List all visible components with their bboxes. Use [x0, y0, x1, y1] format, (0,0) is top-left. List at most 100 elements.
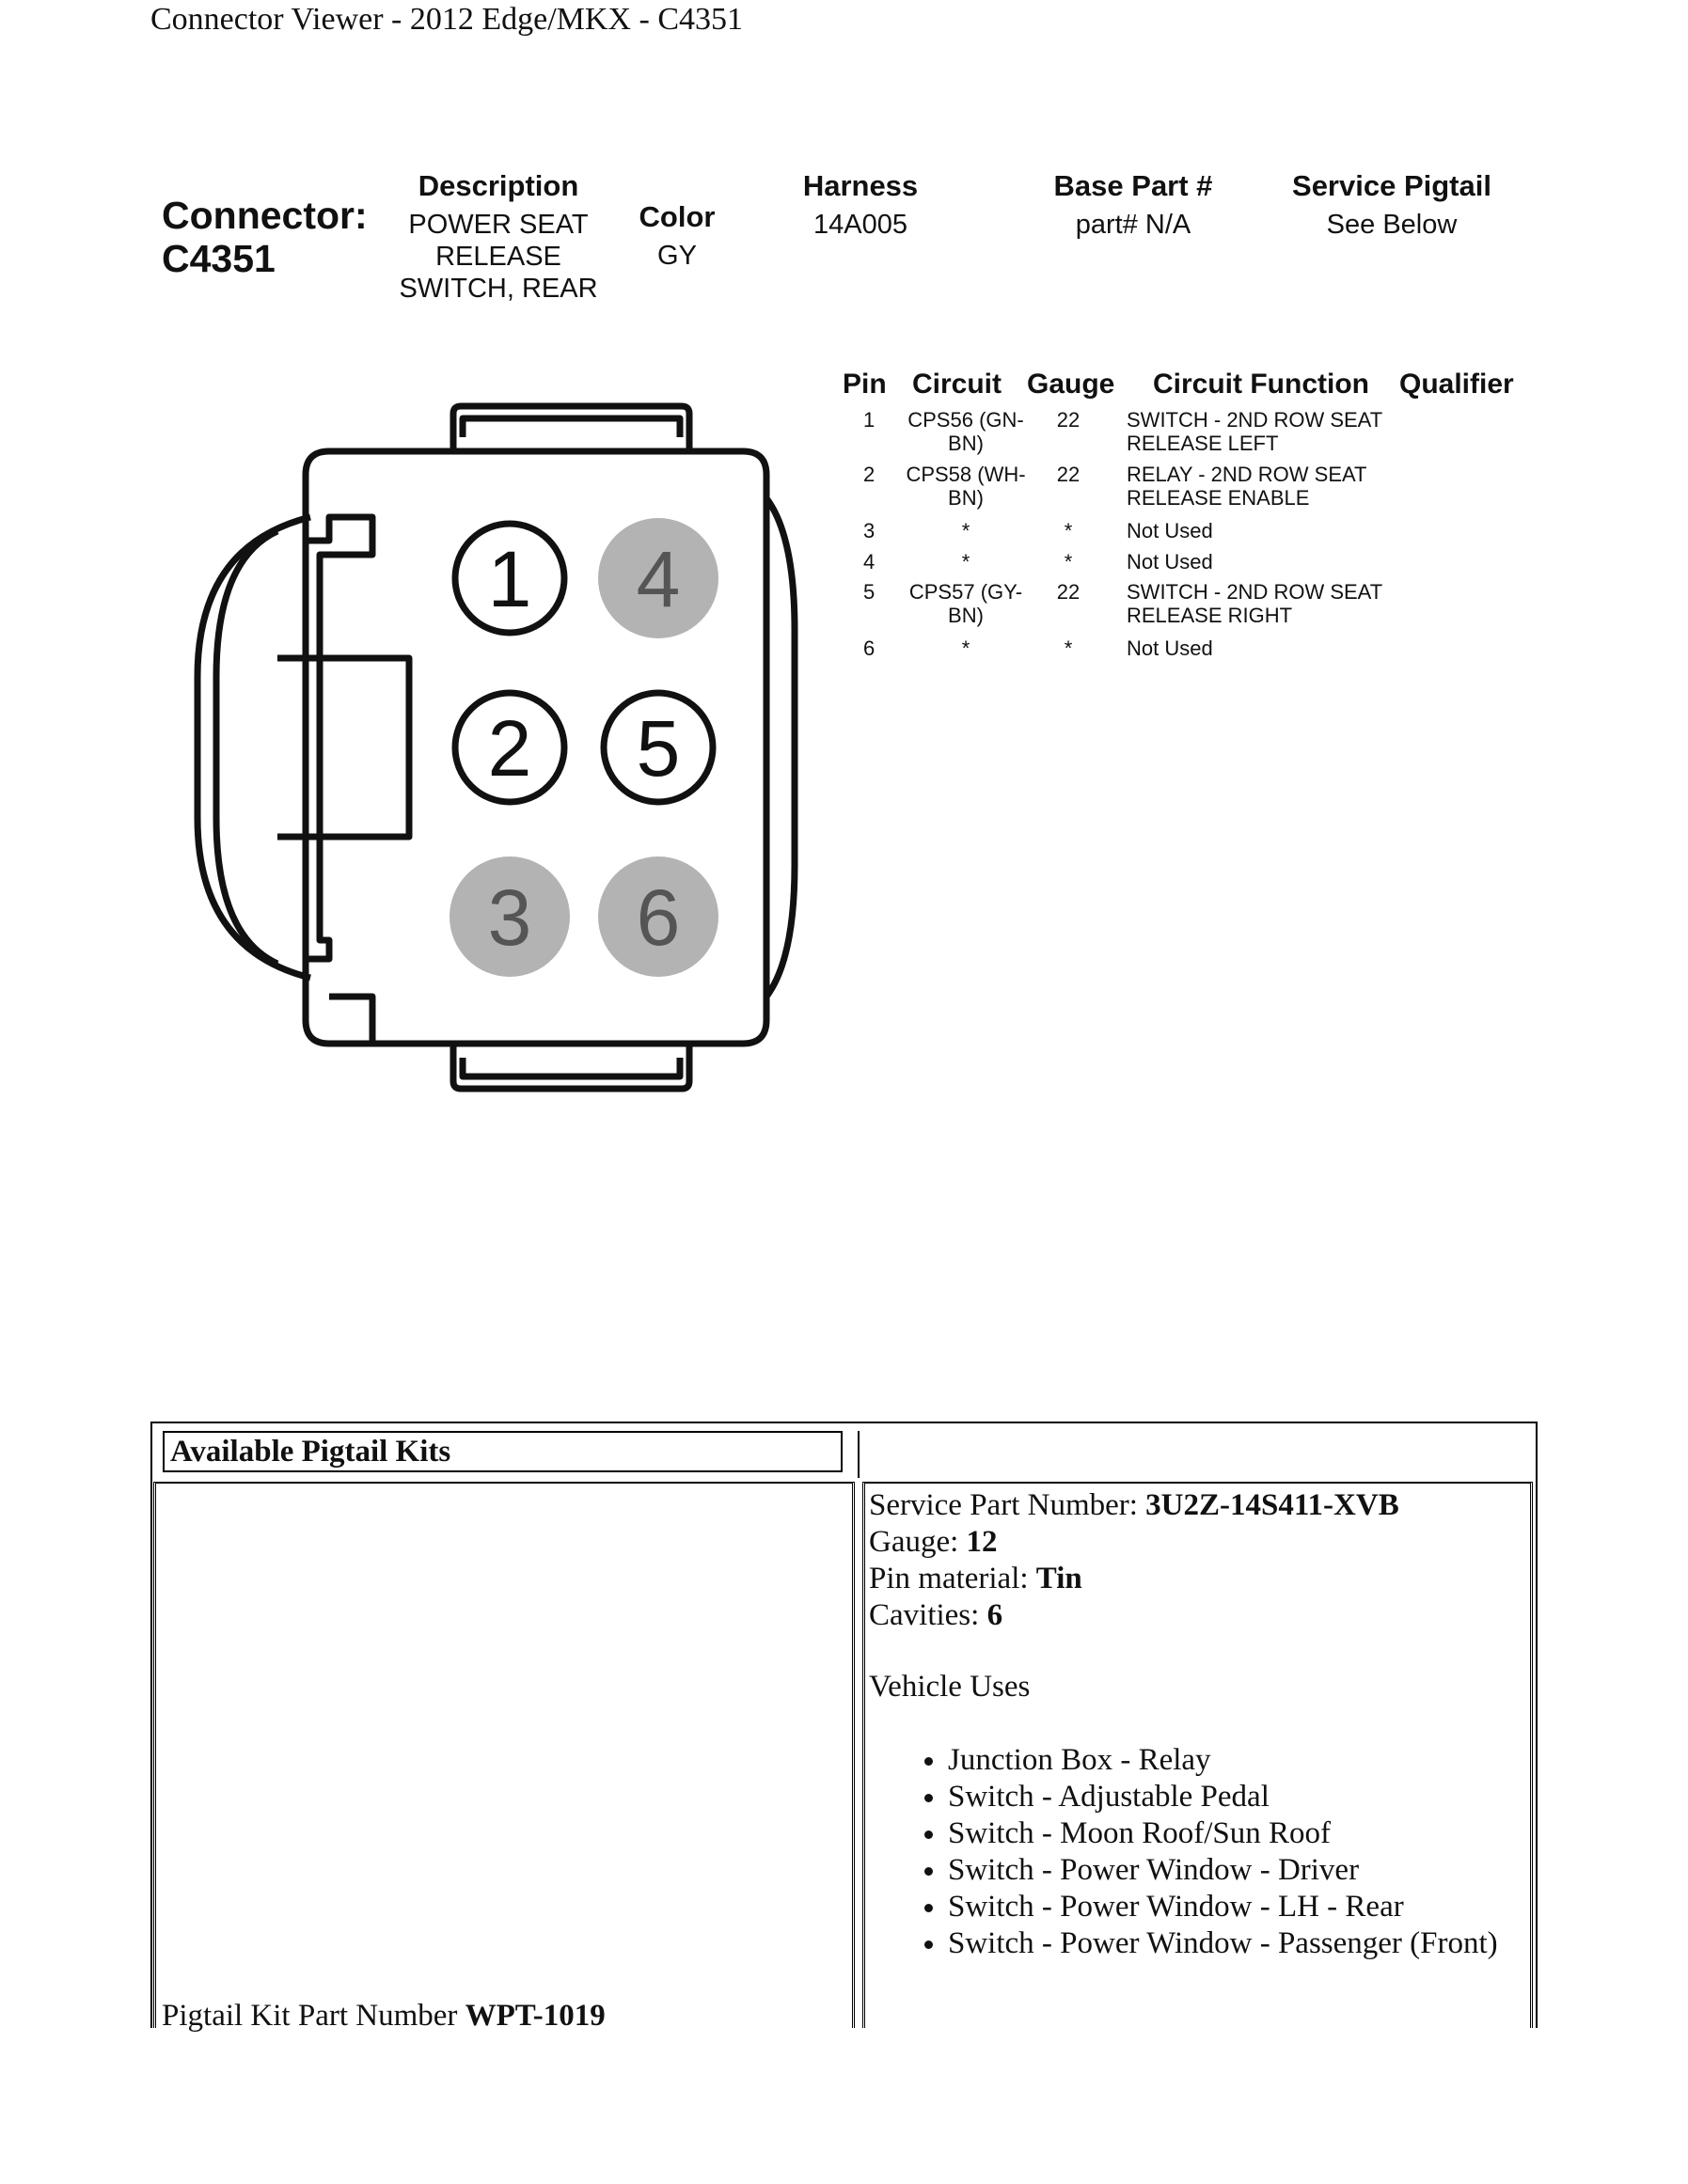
section-left-border: [150, 1422, 152, 2028]
cavity-5: 5: [600, 689, 717, 806]
function-line: RELAY - 2ND ROW SEAT: [1127, 463, 1367, 486]
cavity-grid: 1 4 2 5 3 6: [450, 518, 718, 977]
cavity-1: 1: [451, 520, 568, 636]
gauge-label: Gauge:: [869, 1525, 967, 1559]
vehicle-uses-title: Vehicle Uses: [869, 1670, 1031, 1704]
description-line: SWITCH, REAR: [399, 274, 598, 304]
pigtail-kits-header: Available Pigtail Kits: [163, 1431, 843, 1472]
qualifier-col-header: Qualifier: [1399, 369, 1514, 400]
function-cell: Not Used: [1127, 550, 1213, 573]
harness-header: Harness: [802, 169, 919, 202]
cavity-label: 3: [488, 873, 532, 962]
pigtail-details-cell: Service Part Number: 3U2Z-14S411-XVB Gau…: [862, 1482, 1533, 2028]
connector-label-line1: Connector:: [162, 194, 368, 237]
connector-label: Connector: C4351: [162, 194, 368, 280]
function-cell: Not Used: [1127, 636, 1213, 660]
list-item: Switch - Power Window - LH - Rear: [948, 1889, 1530, 1925]
harness-value: 14A005: [813, 210, 907, 240]
circuit-cell: CPS58 (WH-BN): [905, 463, 1027, 510]
table-row: 1 CPS56 (GN-BN) 22 SWITCH - 2ND ROW SEAT…: [843, 408, 1538, 457]
pin-number: 3: [863, 519, 876, 542]
function-line: RELEASE ENABLE: [1127, 486, 1310, 510]
gauge-spec: Gauge: 12: [869, 1524, 1530, 1561]
cavity-4: 4: [598, 518, 718, 638]
circuit-cell: CPS56 (GN-BN): [905, 408, 1027, 455]
description-value: POWER SEAT RELEASE SWITCH, REAR: [386, 209, 611, 305]
pin-material-value: Tin: [1035, 1562, 1082, 1595]
table-row: 5 CPS57 (GY-BN) 22 SWITCH - 2ND ROW SEAT…: [843, 580, 1538, 629]
function-cell: Not Used: [1127, 519, 1213, 542]
circuit-line: BN): [948, 486, 984, 510]
pin-number: 5: [863, 580, 876, 604]
service-part-number: Service Part Number: 3U2Z-14S411-XVB: [869, 1487, 1530, 1524]
circuit-line: CPS58 (WH-: [906, 463, 1026, 486]
pigtail-image-cell: Pigtail Kit Part Number WPT-1019: [153, 1482, 855, 2033]
gauge-value: 12: [966, 1525, 998, 1559]
list-item: Switch - Power Window - Passenger (Front…: [948, 1925, 1530, 1962]
list-item: Switch - Moon Roof/Sun Roof: [948, 1815, 1530, 1852]
table-row: 6 * * Not Used: [843, 636, 1538, 661]
cavity-circle: [451, 689, 568, 806]
cavities-value: 6: [986, 1598, 1003, 1632]
cavity-6: 6: [598, 856, 718, 977]
cavity-circle: [598, 856, 718, 977]
cavity-circle: [450, 856, 570, 977]
pigtail-kits-section: Available Pigtail Kits Pigtail Kit Part …: [150, 1422, 1538, 2033]
gauge-cell: *: [1064, 636, 1073, 660]
circuit-cell: *: [961, 550, 970, 573]
pin-number: 4: [863, 550, 876, 573]
base-part-value: part# N/A: [1075, 210, 1191, 240]
service-part-label: Service Part Number:: [869, 1488, 1146, 1522]
function-col-header: Circuit Function: [1153, 369, 1369, 400]
description-line: RELEASE: [435, 242, 561, 272]
function-line: RELEASE RIGHT: [1127, 604, 1293, 627]
circuit-line: CPS57 (GY-: [908, 580, 1023, 604]
section-top-border: [150, 1422, 1538, 1423]
list-item: Switch - Power Window - Driver: [948, 1852, 1530, 1889]
list-item: Junction Box - Relay: [948, 1742, 1530, 1779]
cavities-label: Cavities:: [869, 1598, 987, 1632]
pin-number: 1: [863, 408, 876, 432]
header-divider: [858, 1431, 860, 1478]
function-line: RELEASE LEFT: [1127, 432, 1279, 455]
cavity-circle: [451, 520, 568, 636]
cavity-2: 2: [451, 689, 568, 806]
cavity-label: 5: [637, 704, 681, 793]
circuit-cell: CPS57 (GY-BN): [905, 580, 1027, 627]
pigtail-kit-label: Pigtail Kit Part Number: [162, 1999, 465, 2033]
gauge-cell: 22: [1056, 580, 1081, 604]
cavity-label: 1: [488, 535, 532, 623]
gauge-col-header: Gauge: [1027, 369, 1115, 400]
function-line: SWITCH - 2ND ROW SEAT: [1127, 408, 1383, 432]
cavity-label: 4: [637, 535, 681, 623]
cavity-3: 3: [450, 856, 570, 977]
circuit-line: BN): [948, 432, 984, 455]
list-item: Switch - Adjustable Pedal: [948, 1779, 1530, 1815]
table-row: 4 * * Not Used: [843, 550, 1538, 574]
cavity-circle: [598, 518, 718, 638]
cavity-label: 6: [637, 873, 681, 962]
pigtail-kits-title: Available Pigtail Kits: [170, 1435, 451, 1469]
cavity-label: 2: [488, 704, 532, 793]
pin-material-label: Pin material:: [869, 1562, 1036, 1595]
connector-housing: [194, 402, 798, 1092]
base-part-header: Base Part #: [1053, 169, 1213, 202]
cavity-circle: [600, 689, 717, 806]
description-line: POWER SEAT: [408, 210, 589, 240]
vehicle-uses-list: Junction Box - Relay Switch - Adjustable…: [865, 1742, 1530, 1962]
pigtail-kit-number: WPT-1019: [465, 1999, 606, 2033]
pigtail-kit-part-number: Pigtail Kit Part Number WPT-1019: [162, 1999, 606, 2034]
color-header: Color: [639, 200, 716, 233]
service-part-value: 3U2Z-14S411-XVB: [1145, 1488, 1399, 1522]
service-pigtail-value: See Below: [1326, 210, 1458, 240]
color-value: GY: [657, 241, 697, 271]
section-right-border: [1536, 1422, 1538, 2028]
gauge-cell: *: [1064, 519, 1073, 542]
function-line: SWITCH - 2ND ROW SEAT: [1127, 580, 1383, 604]
description-header: Description: [418, 169, 579, 202]
pin-col-header: Pin: [843, 369, 887, 400]
gauge-cell: *: [1064, 550, 1073, 573]
